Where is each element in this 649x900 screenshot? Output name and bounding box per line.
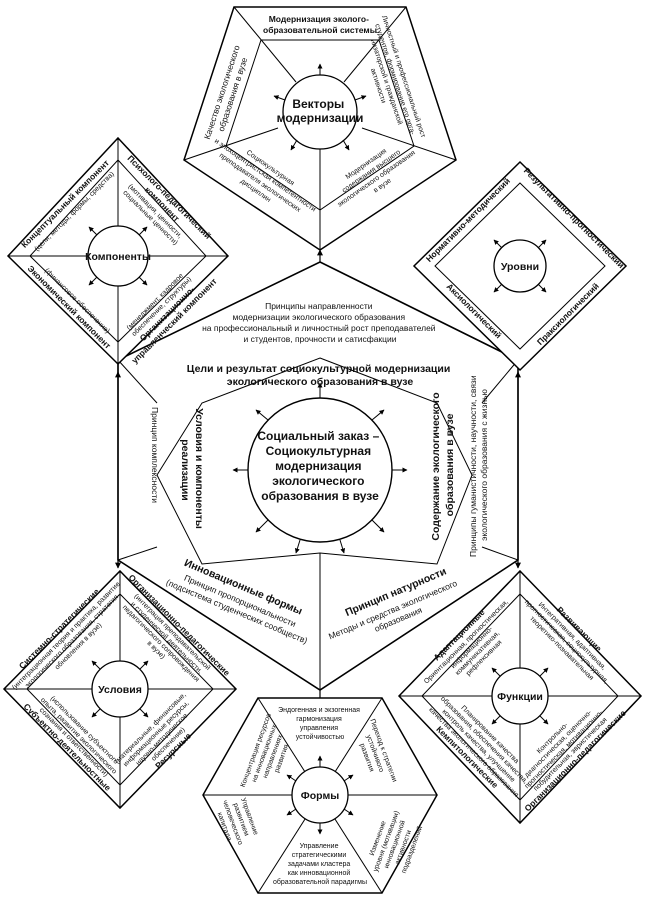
form-bottom: Управление стратегическими задачами клас… xyxy=(273,843,367,886)
form-top: Эндогенная и экзогенная гармонизация упр… xyxy=(278,707,362,741)
forms-hexagon: Формы Эндогенная и экзогенная гармонизац… xyxy=(202,697,438,894)
right-principles: Принципы гуманистичности, научности, свя… xyxy=(468,373,489,557)
top-principles: Принципы направленности модернизации эко… xyxy=(202,301,438,344)
levels-title: Уровни xyxy=(501,261,539,273)
levels-diamond: Уровни Нормативно-методический Результат… xyxy=(412,160,628,372)
forms-title: Формы xyxy=(301,790,339,802)
conditions-title: Условия xyxy=(98,684,142,696)
center-title: Социальный заказ – Социокультурная модер… xyxy=(257,429,382,503)
functions-title: Функции xyxy=(497,691,543,703)
vectors-pentagon: Векторы модернизации Модернизация эколог… xyxy=(183,6,457,251)
left-title: Условия и компоненты реализации xyxy=(179,408,205,531)
left-principle: Принцип комплексности xyxy=(150,407,160,503)
right-title: Содержание экологического образования в … xyxy=(430,389,456,540)
components-title: Компоненты xyxy=(85,251,151,263)
central-hexagon: Социальный заказ – Социокультурная модер… xyxy=(117,261,519,691)
connectors xyxy=(115,249,521,704)
vectors-title: Векторы модернизации xyxy=(277,97,364,125)
goals-title: Цели и результат социокультурной модерни… xyxy=(187,363,453,388)
vector-top: Модернизация эколого- образовательной си… xyxy=(263,14,377,35)
